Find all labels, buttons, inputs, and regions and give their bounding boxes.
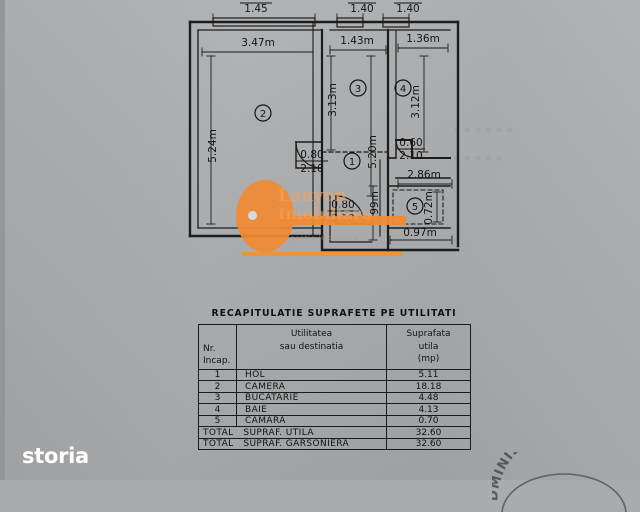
storia-logo: storia xyxy=(22,444,89,468)
dim-top-1: 1.45 xyxy=(244,3,267,15)
cell-nr: 2 xyxy=(198,380,237,393)
bleed-through-text-line1: •••••• xyxy=(452,122,516,140)
door-label-room2: 0.80 2.10 xyxy=(296,149,328,175)
scan-background xyxy=(0,0,640,480)
header-suprafata: Suprafata utila (mp) xyxy=(386,324,471,370)
header-nr-line1: Nr. xyxy=(203,343,216,354)
svg-text:0.60: 0.60 xyxy=(399,137,422,149)
cell-name: BAIE xyxy=(236,403,387,416)
dim-2-86m: 2.86m xyxy=(407,169,441,181)
dim-5-24m: 5.24m xyxy=(207,129,219,163)
header-utilitatea-line2: sau destinatia xyxy=(279,342,344,353)
door-label-entry: 0.80 2.10 xyxy=(327,199,359,225)
cell-name: HOL xyxy=(236,369,387,382)
room-marker-2: 2 xyxy=(254,104,272,122)
header-nr: Nr. Incap. xyxy=(198,324,237,370)
svg-text:3: 3 xyxy=(355,84,361,95)
cell-area: 4.13 xyxy=(386,403,471,416)
room-marker-3: 3 xyxy=(349,79,367,97)
header-suprafata-line2: utila xyxy=(418,341,439,352)
svg-text:2.10: 2.10 xyxy=(331,213,354,225)
cell-total-label: TOTAL SUPRAF. GARSONIERA xyxy=(198,438,387,451)
svg-text:5: 5 xyxy=(412,202,418,213)
room-marker-1: 1 xyxy=(343,152,361,170)
dim-3-12m: 3.12m xyxy=(410,85,422,119)
svg-text:4: 4 xyxy=(400,84,406,95)
cell-name: BUCATARIE xyxy=(236,392,387,405)
header-utilitatea-line1: Utilitatea xyxy=(290,329,333,339)
recap-table: Nr. Incap. Utilitatea sau destinatia Sup… xyxy=(198,324,471,451)
header-utilitatea: Utilitatea sau destinatia xyxy=(236,324,387,370)
header-nr-line2: Incap. xyxy=(203,355,231,366)
dim-top-2: 1.40 xyxy=(350,3,373,15)
room-marker-5: 5 xyxy=(406,197,424,215)
dim-1-99m: 1.99m xyxy=(369,191,381,225)
dim-0-72m: 0.72m xyxy=(423,191,435,225)
svg-text:0.80: 0.80 xyxy=(331,199,354,211)
cell-nr: 1 xyxy=(198,369,237,382)
floor-plan: 1.45 1.40 1.40 3.47m 1.43m 1.36m 2.86m 0… xyxy=(188,2,460,252)
dim-3-13m: 3.13m xyxy=(327,83,339,117)
cell-name: CAMERA xyxy=(236,380,387,393)
svg-text:2.10: 2.10 xyxy=(399,150,422,162)
door-label-bath: 0.60 2.10 xyxy=(397,137,425,162)
dim-0-97m: 0.97m xyxy=(403,227,437,239)
dim-top-3: 1.40 xyxy=(396,3,419,15)
cell-name: CAMARA xyxy=(236,415,387,428)
cell-total-label: TOTAL SUPRAF. UTILA xyxy=(198,426,387,439)
svg-text:2.10: 2.10 xyxy=(300,163,323,175)
cell-area: 0.70 xyxy=(386,415,471,428)
svg-text:1: 1 xyxy=(349,157,355,168)
dim-5-20m: 5.20m xyxy=(367,135,379,169)
recap-section: RECAPITULATIE SUPRAFETE PE UTILITATI Nr.… xyxy=(198,308,471,451)
recap-title: RECAPITULATIE SUPRAFETE PE UTILITATI xyxy=(211,308,457,319)
cell-area: 4.48 xyxy=(386,392,471,405)
dim-1-43m: 1.43m xyxy=(340,35,374,47)
cell-nr: 4 xyxy=(198,403,237,416)
cell-nr: 3 xyxy=(198,392,237,405)
cell-nr: 5 xyxy=(198,415,237,428)
cell-total-area: 32.60 xyxy=(386,426,471,439)
table-header-row: Nr. Incap. Utilitatea sau destinatia Sup… xyxy=(198,324,471,370)
dim-1-36m: 1.36m xyxy=(406,33,440,45)
svg-text:2: 2 xyxy=(260,109,266,120)
cell-area: 18.18 xyxy=(386,380,471,393)
room-marker-4: 4 xyxy=(394,79,412,97)
cell-total-area: 32.60 xyxy=(386,438,471,451)
header-suprafata-line3: (mp) xyxy=(417,354,440,365)
dim-3-47m: 3.47m xyxy=(241,37,275,49)
scan-seam xyxy=(0,0,5,480)
svg-text:0.80: 0.80 xyxy=(300,149,323,161)
header-suprafata-line1: Suprafata xyxy=(406,329,451,339)
official-stamp: DMINISTRA xyxy=(492,452,640,512)
cell-area: 5.11 xyxy=(386,369,471,382)
bleed-through-text-line2: ••••• xyxy=(452,150,505,168)
